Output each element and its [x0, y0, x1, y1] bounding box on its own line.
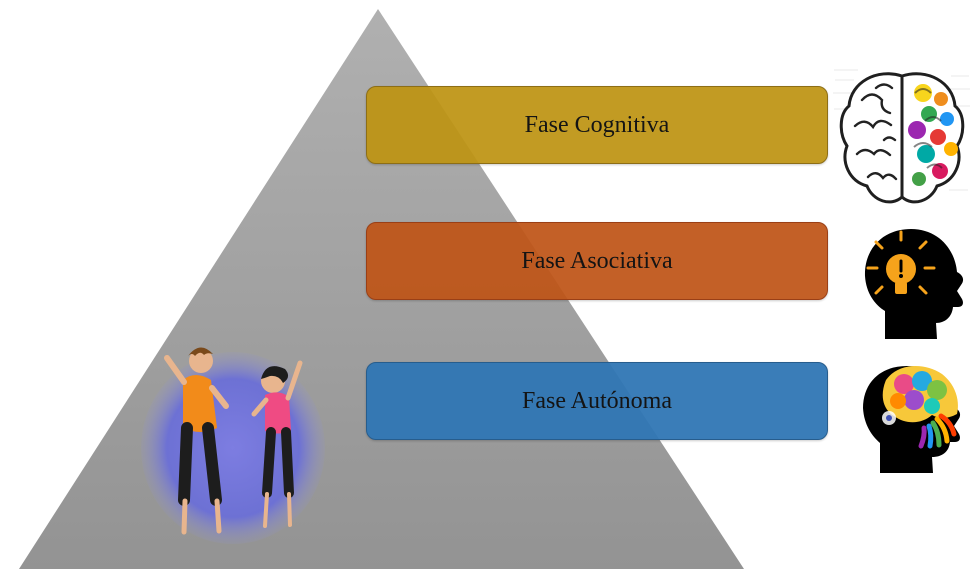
phase-cognitiva-label: Fase Cognitiva: [524, 112, 670, 138]
phase-asociativa-box: Fase Asociativa: [366, 222, 828, 300]
brain-sketch-icon: [831, 58, 973, 212]
head-lightbulb-icon: [857, 219, 977, 349]
phase-asociativa-label: Fase Asociativa: [521, 248, 673, 274]
head-colorful-mind-icon: [858, 356, 976, 480]
phase-autonoma-label: Fase Autónoma: [522, 388, 672, 414]
phase-cognitiva-box: Fase Cognitiva: [366, 86, 828, 164]
phase-autonoma-box: Fase Autónoma: [366, 362, 828, 440]
people-stretching-icon: [135, 336, 331, 554]
